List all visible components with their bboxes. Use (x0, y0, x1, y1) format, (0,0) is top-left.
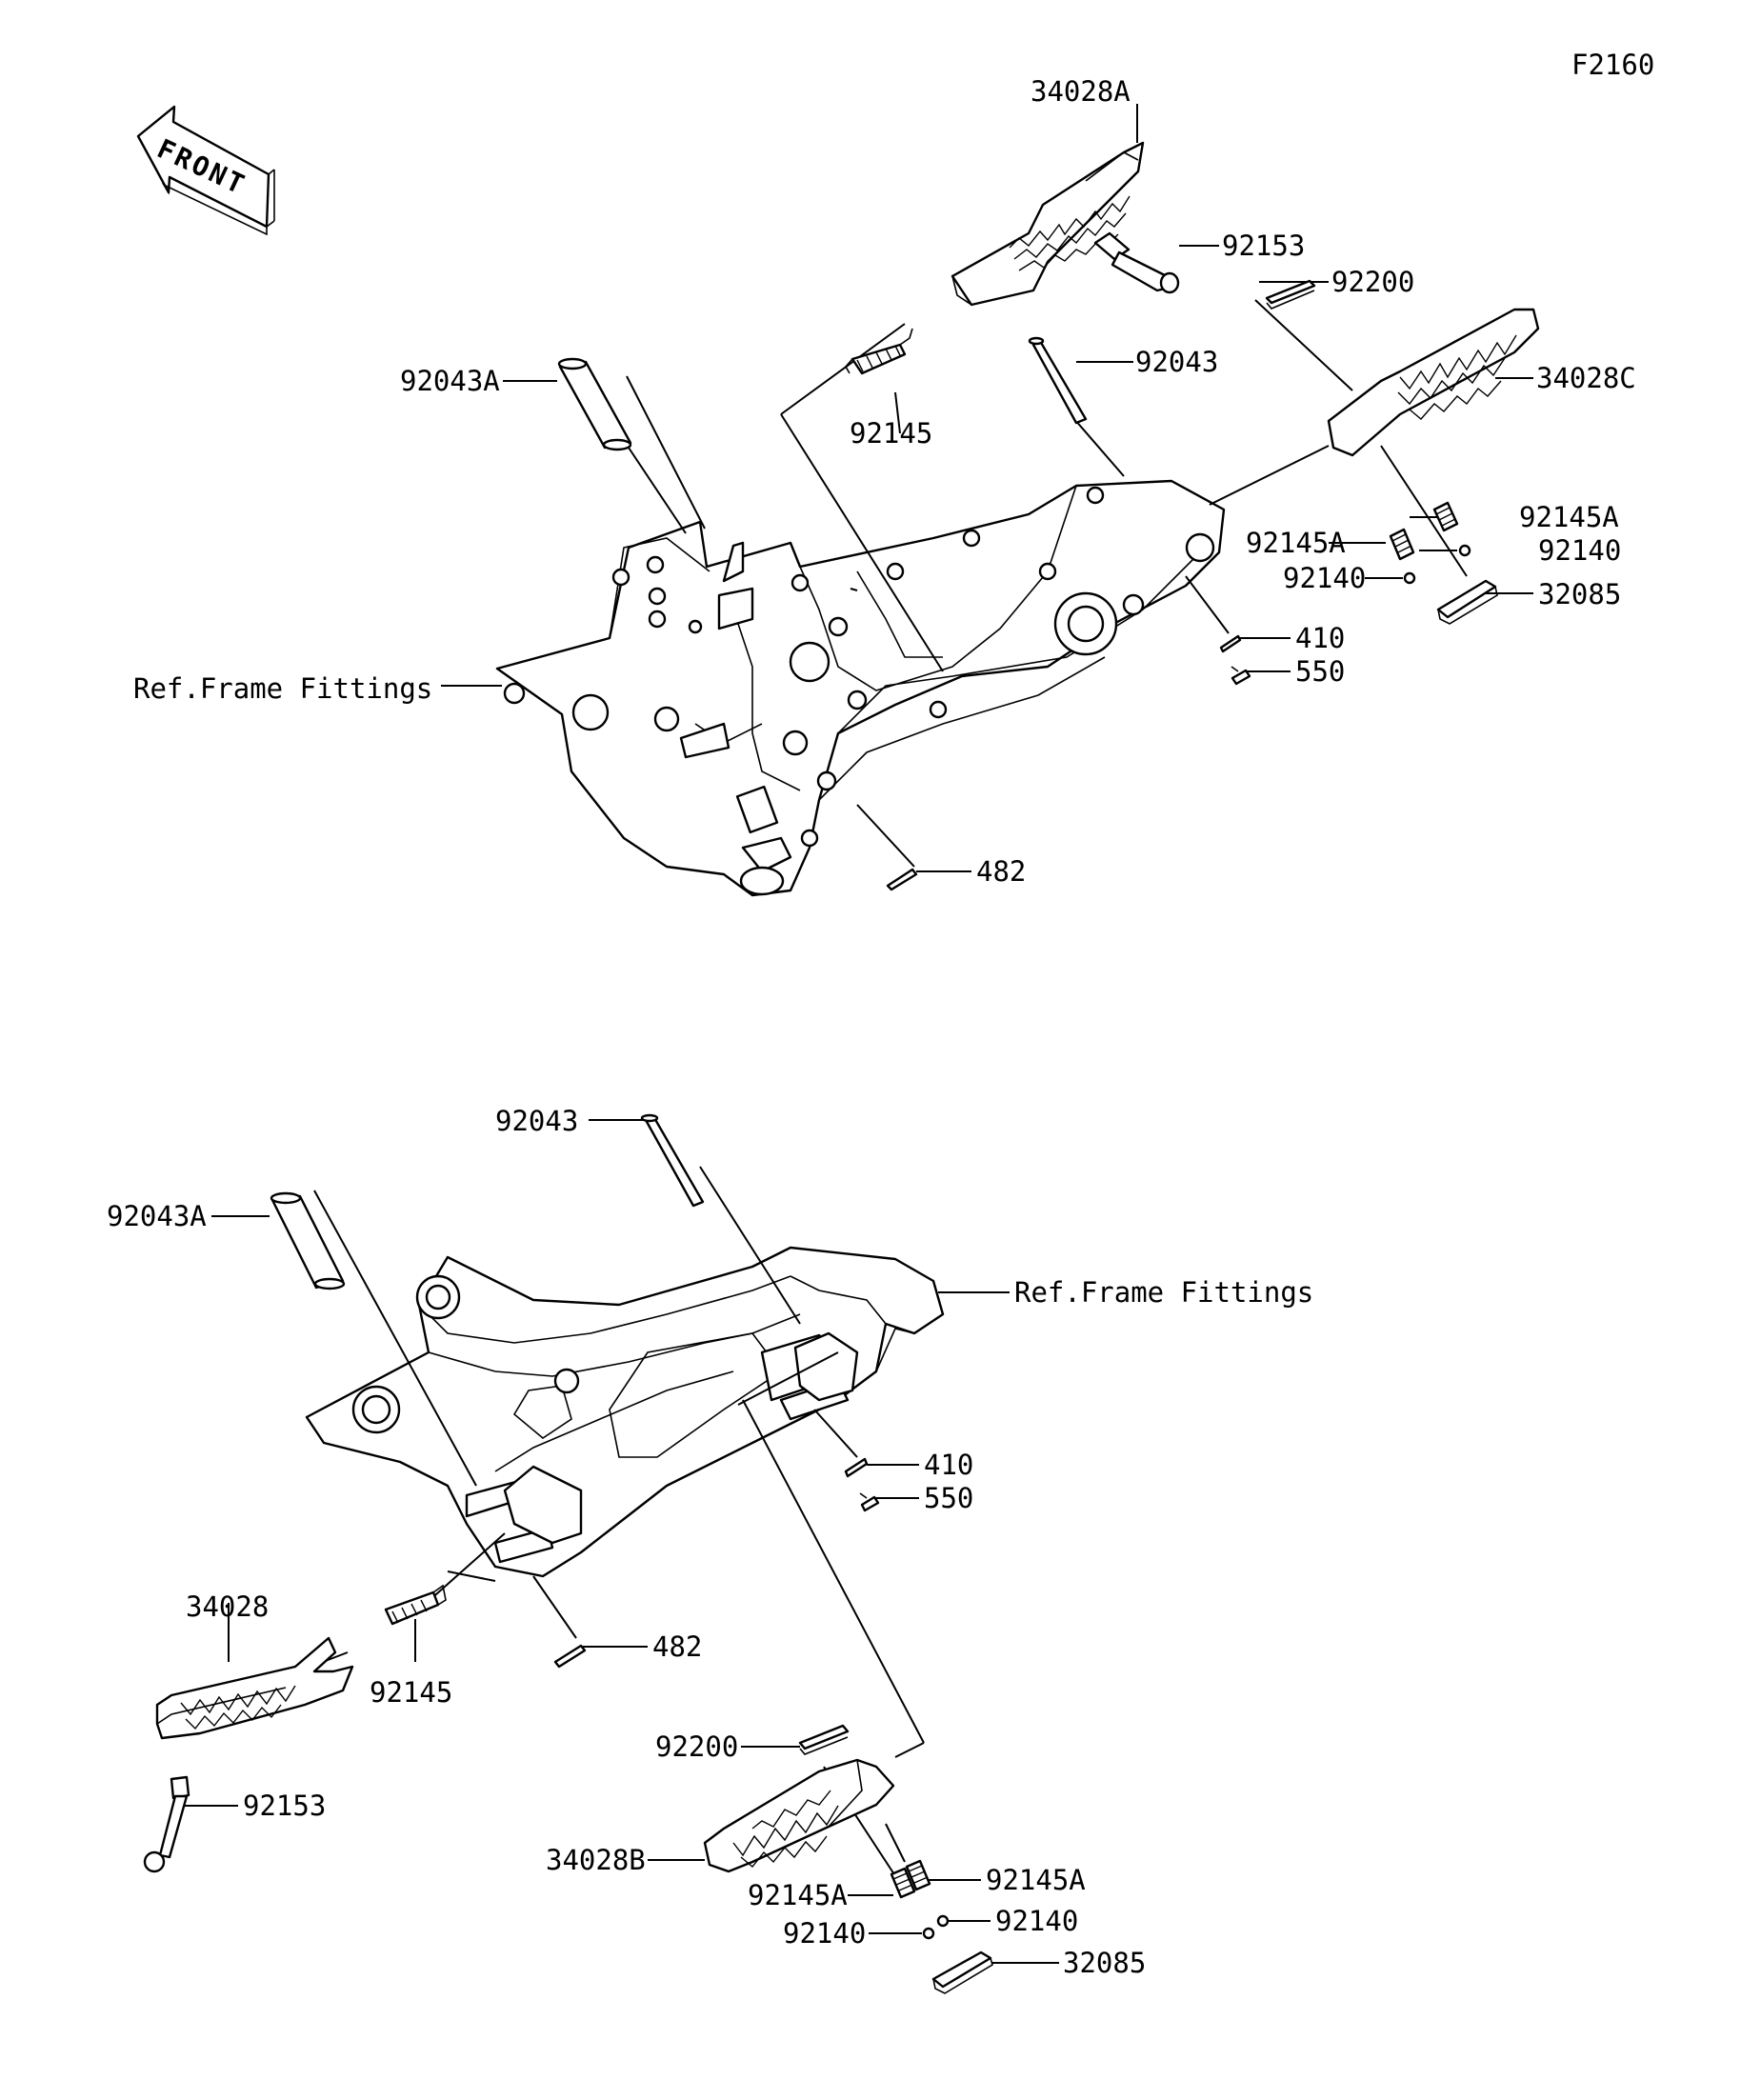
bottom-label-92043A: 92043A (107, 1200, 207, 1232)
top-footpeg-34028A (951, 141, 1145, 307)
top-label-92153: 92153 (1222, 230, 1305, 262)
bottom-clip-482 (553, 1644, 587, 1669)
top-pin-410 (1219, 634, 1242, 653)
top-label-482: 482 (976, 855, 1026, 888)
top-label-92043: 92043 (1135, 346, 1218, 378)
top-label-550: 550 (1295, 655, 1345, 688)
top-label-92145A-right: 92145A (1519, 501, 1619, 533)
bottom-label-92140-left: 92140 (783, 1917, 866, 1950)
top-label-34028C: 34028C (1536, 362, 1636, 394)
top-pin-92043 (1028, 336, 1088, 425)
bottom-label-32085: 32085 (1063, 1947, 1146, 1979)
top-label-92145: 92145 (850, 417, 932, 450)
bottom-label-34028: 34028 (186, 1590, 269, 1623)
bottom-pin-92153 (143, 1775, 190, 1873)
top-label-92043A: 92043A (400, 365, 500, 397)
top-label-92145A-left: 92145A (1246, 527, 1346, 559)
top-ball-92140-left (1403, 571, 1416, 585)
bottom-spring-92145A-left (890, 1867, 916, 1899)
top-ball-92140-right (1458, 544, 1471, 557)
top-assembly: 34028A 92153 92200 92043 34028C 92043A 9… (133, 75, 1636, 897)
bottom-collar-92043A (270, 1191, 346, 1290)
top-spring-92145 (845, 328, 913, 375)
top-screw-550 (1231, 666, 1251, 686)
top-leader-lines (441, 104, 1533, 872)
bottom-ball-92140-left (922, 1927, 935, 1940)
bottom-label-92043: 92043 (495, 1105, 578, 1137)
top-label-92140-left: 92140 (1283, 562, 1366, 594)
top-collar-92043A (557, 357, 632, 451)
top-footpeg-bracket (495, 479, 1226, 897)
bottom-ref-frame-fittings: Ref.Frame Fittings (1014, 1276, 1313, 1309)
top-plate-32085 (1436, 579, 1498, 625)
bottom-footpeg-34028 (155, 1636, 354, 1740)
bottom-label-482: 482 (652, 1630, 702, 1663)
bottom-label-410: 410 (924, 1449, 973, 1481)
bottom-label-92145A-right: 92145A (986, 1864, 1086, 1896)
bottom-pin-410 (844, 1457, 869, 1478)
bottom-assembly: 92043 92043A Ref.Frame Fittings 410 550 … (107, 1105, 1313, 1994)
top-label-34028A: 34028A (1031, 75, 1131, 108)
bottom-label-92200: 92200 (655, 1730, 738, 1763)
bottom-label-92145A-left: 92145A (748, 1879, 848, 1911)
top-label-32085: 32085 (1538, 578, 1621, 610)
bottom-ball-92140-right (936, 1914, 950, 1928)
bottom-footpeg-34028B (703, 1758, 895, 1873)
bottom-spring-92145A-right (905, 1859, 931, 1891)
top-ref-frame-fittings: Ref.Frame Fittings (133, 672, 432, 705)
bottom-label-92153: 92153 (243, 1790, 326, 1822)
bottom-label-92140-right: 92140 (995, 1905, 1078, 1937)
front-arrow-icon: FRONT (136, 105, 275, 236)
top-label-410: 410 (1295, 622, 1345, 654)
top-clip-482 (886, 868, 918, 891)
bottom-label-92145: 92145 (370, 1676, 452, 1709)
top-spring-92145A-left (1389, 528, 1415, 561)
bottom-label-34028B: 34028B (546, 1844, 646, 1876)
bottom-leader-lines (183, 1119, 1059, 1964)
top-label-92200: 92200 (1331, 266, 1414, 298)
bottom-footpeg-bracket (305, 1246, 945, 1578)
top-footpeg-34028C (1327, 308, 1540, 457)
bottom-plate-32085 (931, 1950, 993, 1994)
top-washer-92200 (1265, 279, 1316, 310)
bottom-label-550: 550 (924, 1482, 973, 1514)
bottom-spring-92145 (384, 1584, 447, 1626)
top-label-92140-right: 92140 (1538, 534, 1621, 567)
top-pin-92153 (1093, 231, 1180, 294)
figure-code: F2160 (1571, 49, 1654, 81)
bottom-washer-92200 (798, 1724, 850, 1755)
top-spring-92145A-right (1432, 501, 1459, 532)
bottom-pin-92043 (640, 1113, 705, 1208)
bottom-screw-550 (859, 1492, 880, 1512)
